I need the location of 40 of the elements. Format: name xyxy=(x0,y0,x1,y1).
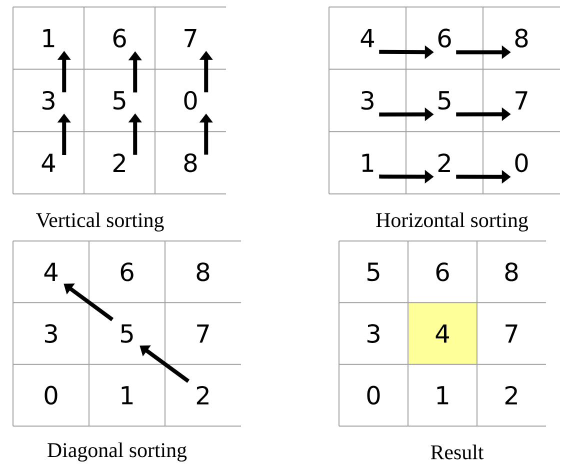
cell-number: 1 xyxy=(362,154,374,172)
cell-number: 5 xyxy=(368,262,380,282)
cell-number: 8 xyxy=(515,28,528,48)
cell-number: 8 xyxy=(196,262,210,282)
cell-number: 7 xyxy=(516,91,528,110)
cell-number: 3 xyxy=(44,324,57,343)
cell-number: 1 xyxy=(122,386,133,404)
cell-number: 5 xyxy=(438,91,450,110)
caption: Horizontal sorting xyxy=(376,212,528,232)
cell-number: 1 xyxy=(437,386,448,404)
cell-number: 0 xyxy=(44,386,58,405)
cell-number: 7 xyxy=(197,324,209,343)
caption: Result xyxy=(430,444,484,460)
cell-number: 4 xyxy=(42,154,56,172)
cell-number: 6 xyxy=(438,28,451,48)
cell-number: 6 xyxy=(113,28,126,48)
caption: Diagonal sorting xyxy=(48,442,187,462)
cell-number: 7 xyxy=(184,29,196,48)
cell-number: 3 xyxy=(361,90,374,110)
cell-number: 8 xyxy=(505,262,518,282)
cell-number: 6 xyxy=(436,262,449,282)
cell-number: 4 xyxy=(360,29,374,48)
cell-number: 3 xyxy=(42,90,54,110)
cell-number: 0 xyxy=(367,386,380,405)
cell-number: 0 xyxy=(184,90,197,110)
cell-number: 5 xyxy=(121,324,133,343)
cell-number: 2 xyxy=(113,154,125,172)
cell-number: 3 xyxy=(367,324,380,343)
cell-number: 4 xyxy=(436,324,450,343)
cell-number: 6 xyxy=(120,262,134,282)
cell-number: 0 xyxy=(515,153,528,172)
cell-number: 7 xyxy=(506,324,518,343)
cell-number: 2 xyxy=(505,386,517,404)
cell-number: 4 xyxy=(44,262,58,281)
cell-number: 2 xyxy=(438,154,450,172)
cell-number: 5 xyxy=(114,91,126,110)
cell-number: 1 xyxy=(43,29,54,48)
cell-number: 8 xyxy=(184,153,197,172)
caption: Vertical sorting xyxy=(36,212,164,232)
cell-number: 2 xyxy=(196,386,208,404)
